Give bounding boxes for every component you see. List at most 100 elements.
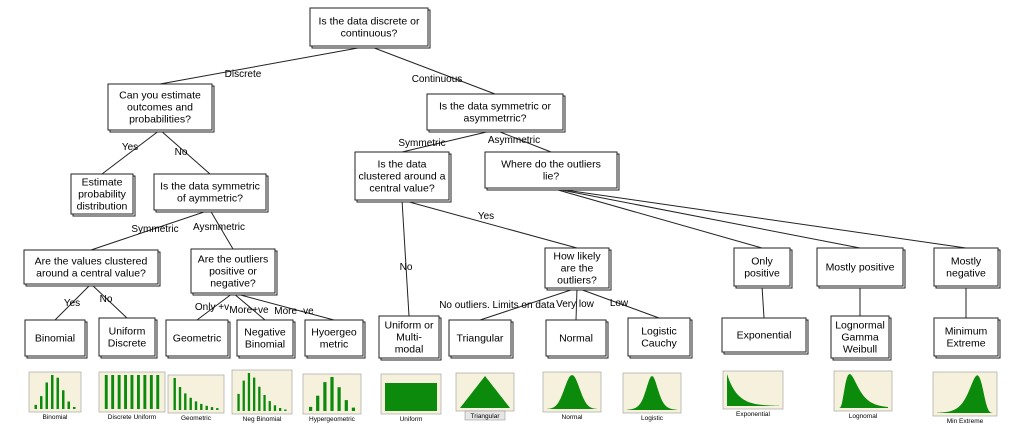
thumbnail-bar <box>330 377 334 411</box>
thumbnail-bar <box>247 373 251 411</box>
thumbnail-bar <box>253 377 256 411</box>
edge-label-more_neg_ve: More -ve <box>274 306 314 317</box>
thumbnail-t_disc_uniform: Discrete Uniform <box>98 371 166 421</box>
node-text-line: Is the data symmetric <box>160 181 260 193</box>
node-binomial: Binomial <box>24 319 88 359</box>
node-text-line: Exponential <box>737 330 792 342</box>
edge-label-only_pos_v: Only +v <box>195 302 229 313</box>
edge-root-to-sym_cont_q <box>368 45 496 95</box>
node-text-line: Can you estimate <box>119 90 201 102</box>
thumbnail-bar <box>45 382 48 409</box>
edge-clustered_disc_q-to-binomial <box>54 283 92 321</box>
thumbnail-bar <box>309 406 313 411</box>
thumbnail-bar <box>337 387 341 411</box>
node-text-line: Gamma <box>841 332 879 344</box>
thumbnail-bar <box>344 400 348 411</box>
edge-outliers_lie_q-to-mostly_positive <box>550 187 861 249</box>
node-text-line: Uniform or <box>384 320 434 332</box>
node-box <box>484 151 618 189</box>
thumbnail-bar <box>73 407 76 409</box>
node-text-line: of aymmetric? <box>177 193 243 205</box>
node-text-line: Mostly positive <box>826 262 895 274</box>
thumbnail-caption: Normal <box>562 414 584 421</box>
node-box <box>627 317 691 357</box>
node-exponential: Exponential <box>721 317 809 355</box>
node-text-line: Discrete <box>108 338 147 350</box>
node-box <box>24 319 86 357</box>
node-box <box>378 315 440 359</box>
node-text-line: Where do the outliers <box>501 159 601 171</box>
node-text-line: Weibull <box>843 344 877 356</box>
thumbnail-bar <box>268 401 271 411</box>
node-text-line: Is the data symmetric or <box>439 101 552 113</box>
node-text-line: Binomial <box>245 339 285 351</box>
thumbnail-t_geometric: Geometric <box>167 374 225 422</box>
thumbnail-t_min_extreme: Min Extreme <box>932 371 998 425</box>
thumbnail-caption: Binomial <box>43 414 68 421</box>
node-text-line: negative <box>946 268 986 280</box>
edge-label-no_uniform_multi: No <box>400 262 413 273</box>
thumbnail-bar <box>111 375 115 409</box>
thumbnail-caption: Hypergeometric <box>309 416 356 423</box>
node-box <box>354 151 450 201</box>
edge-label-low: Low <box>610 298 629 309</box>
edge-likely_q-to-normal <box>575 287 578 321</box>
thumbnail-t_lognormal: Lognomal <box>833 370 893 420</box>
thumbnail-curve-lognormal <box>838 374 888 408</box>
node-text-line: metric <box>320 339 349 351</box>
thumbnail-t_triangular: Triangular <box>455 372 515 421</box>
edge-likely_q-to-triangular <box>479 287 578 321</box>
thumbnail-bar <box>316 395 320 411</box>
edge-sym_cont_q-to-outliers_lie_q <box>494 129 552 153</box>
thumbnail-bar <box>156 375 160 409</box>
thumbnail-bar <box>34 404 37 409</box>
edge-label-discrete: Discrete <box>225 69 262 80</box>
node-text-line: negative? <box>210 278 256 290</box>
node-text-line: asymmetrric? <box>463 113 526 125</box>
node-text-line: Geometric <box>173 333 221 345</box>
node-text-line: Are the values clustered <box>35 256 148 268</box>
thumbnail-t_binomial: Binomial <box>28 371 82 421</box>
node-box <box>816 247 904 287</box>
node-geometric: Geometric <box>165 319 231 359</box>
edge-label-no_outliers: No outliers. Limits on data <box>439 300 555 311</box>
edge-label-yes_likely: Yes <box>478 211 494 222</box>
thumbnail-caption: Geometric <box>181 415 212 422</box>
thumbnail-t_neg_binomial: Neg Binomial <box>231 369 293 423</box>
node-text-line: Multi- <box>396 332 422 344</box>
thumbnail-t_uniform: Uniform <box>380 373 442 423</box>
edge-outliers_sign_q-to-neg_binomial <box>232 292 266 321</box>
node-box <box>448 319 512 357</box>
edge-label-no_estimate: No <box>175 147 188 158</box>
edge-label-yes_binomial: Yes <box>64 298 80 309</box>
thumbnail-caption: Discrete Uniform <box>108 414 156 421</box>
node-box <box>70 173 134 215</box>
node-box <box>426 93 564 131</box>
thumbnail-bar <box>284 409 287 411</box>
edge-sym_disc_q-to-outliers_sign_q <box>209 209 234 250</box>
edge-root-to-estimate_q <box>159 45 370 85</box>
thumbnail-bar <box>51 375 54 409</box>
thumbnail-bar <box>237 393 240 411</box>
thumbnail-bar <box>40 396 43 409</box>
edge-clustered_disc_q-to-uniform_discrete <box>90 283 128 319</box>
edge-label-continuous: Continuous <box>412 74 463 85</box>
node-text-line: clustered around a <box>359 171 446 183</box>
node-box <box>733 247 791 287</box>
thumbnail-curve-triangle <box>460 376 510 408</box>
node-triangular: Triangular <box>448 319 514 359</box>
node-box <box>165 319 229 357</box>
node-text-line: Only <box>751 256 773 268</box>
thumbnail-bar <box>143 375 147 409</box>
node-text-line: Extreme <box>946 338 985 350</box>
edge-label-asymmetric_disc: Aysmmetric <box>193 222 245 233</box>
